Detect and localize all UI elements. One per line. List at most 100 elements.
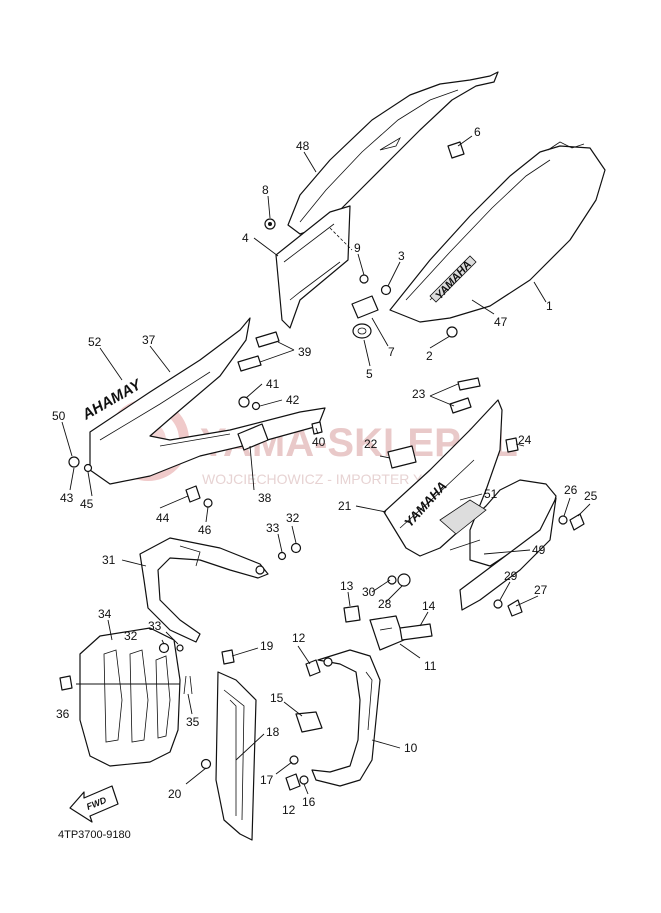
part-9-washer-icon [359,274,369,284]
part-18-plate [215,671,257,841]
part-20-bolt-icon [200,758,212,770]
callout-13: 13 [340,579,354,593]
callout-39: 39 [298,345,312,359]
part-35-clip-icon [183,675,193,695]
part-3-grommet-icon [380,284,392,296]
part-15-bracket-icon [295,711,323,733]
callout-21: 21 [338,499,352,513]
callout-37: 37 [142,333,156,347]
drawing-code: 4TP3700-9180 [58,829,131,841]
callout-5: 5 [366,367,373,381]
part-42-washer-icon [251,401,261,411]
part-43-bolt-icon [68,456,80,468]
callout-12: 12 [292,631,306,645]
callout-42: 42 [286,393,300,407]
callout-31: 31 [102,553,116,567]
part-41-bolt-icon [238,396,250,408]
part-29-washer-icon [493,599,503,609]
callout-30: 30 [362,585,376,599]
callout-10: 10 [404,741,418,755]
callout-22: 22 [364,437,378,451]
callout-43: 43 [60,491,74,505]
part-1-side-cover: YAMAHA [389,141,606,323]
callout-1: 1 [546,299,553,313]
part-5-grommet-icon [352,323,372,339]
part-25-bolt-icon [569,513,585,531]
part-14-bolt-icon [399,623,433,641]
part-34-guard [79,627,181,767]
callout-26: 26 [564,483,578,497]
part-22-pad-icon [387,445,417,469]
callout-16: 16 [302,795,316,809]
callout-28: 28 [378,597,392,611]
part-11-bracket-icon [369,615,405,651]
part-32-bolt-icon [290,542,302,554]
callout-8: 8 [262,183,269,197]
callout-32b: 32 [124,629,138,643]
part-39-pads-icon [237,331,280,372]
part-21-side-cover: YAMAHA [383,399,557,567]
part-24-pad-icon [505,437,519,453]
fwd-arrow-icon: FWD [69,785,119,823]
part-33b-washer-icon [176,644,184,652]
callout-49: 49 [532,543,546,557]
part-6-bolt-icon [447,141,465,159]
callout-27: 27 [534,583,548,597]
part-48-side-cover [287,71,499,235]
callout-24: 24 [518,433,532,447]
part-27-bolt-icon [507,599,523,617]
part-13-spacer-icon [343,605,361,623]
part-19-clip-icon [221,649,235,665]
callout-7: 7 [388,345,395,359]
callout-18: 18 [266,725,280,739]
part-38-pad-icon [237,423,269,451]
callout-11: 11 [424,659,437,673]
part-12-bolt-icon [305,659,321,677]
callout-51: 51 [484,487,498,501]
part-49-cover-icon [459,497,557,611]
part-12b-bolt-icon [285,773,301,791]
part-32b-bolt-icon [158,642,170,654]
part-31-bracket [139,537,269,643]
callout-35: 35 [186,715,200,729]
callout-12b: 12 [282,803,296,817]
callout-50: 50 [52,409,66,423]
watermark-sub: WOJCIECHOWICZ - IMPORTER YAMAHA [202,471,472,487]
callout-32: 32 [286,511,300,525]
part-40-pad-icon [311,421,323,435]
leader-lines [61,135,591,795]
callout-44: 44 [156,511,170,525]
callout-40: 40 [312,435,326,449]
callout-45: 45 [80,497,94,511]
callout-3: 3 [398,249,405,263]
part-2-screw-icon [446,326,458,338]
callout-6: 6 [474,125,481,139]
callout-34: 34 [98,607,112,621]
part-7-pad-icon [351,295,379,319]
callout-19: 19 [260,639,274,653]
callout-29: 29 [504,569,518,583]
callout-38: 38 [258,491,272,505]
callout-2: 2 [426,349,433,363]
callout-14: 14 [422,599,436,613]
callout-48: 48 [296,139,310,153]
part-45-washer-icon [83,463,93,473]
part-36-bolt-icon [59,675,73,691]
part-8-bolt-icon [264,218,276,230]
part-44-bolt-icon [185,485,201,503]
part-28-bolt-icon [397,573,411,587]
callout-9: 9 [354,241,361,255]
callout-23: 23 [412,387,426,401]
part-4-bracket [275,205,353,329]
callout-33: 33 [266,521,280,535]
part-16-washer-icon [299,775,309,785]
callout-17: 17 [260,773,274,787]
callout-15: 15 [270,691,284,705]
callout-36: 36 [56,707,70,721]
callout-46: 46 [198,523,212,537]
callout-52: 52 [88,335,102,349]
part-30-washer-icon [387,575,397,585]
callout-33b: 33 [148,619,162,633]
callout-20: 20 [168,787,182,801]
